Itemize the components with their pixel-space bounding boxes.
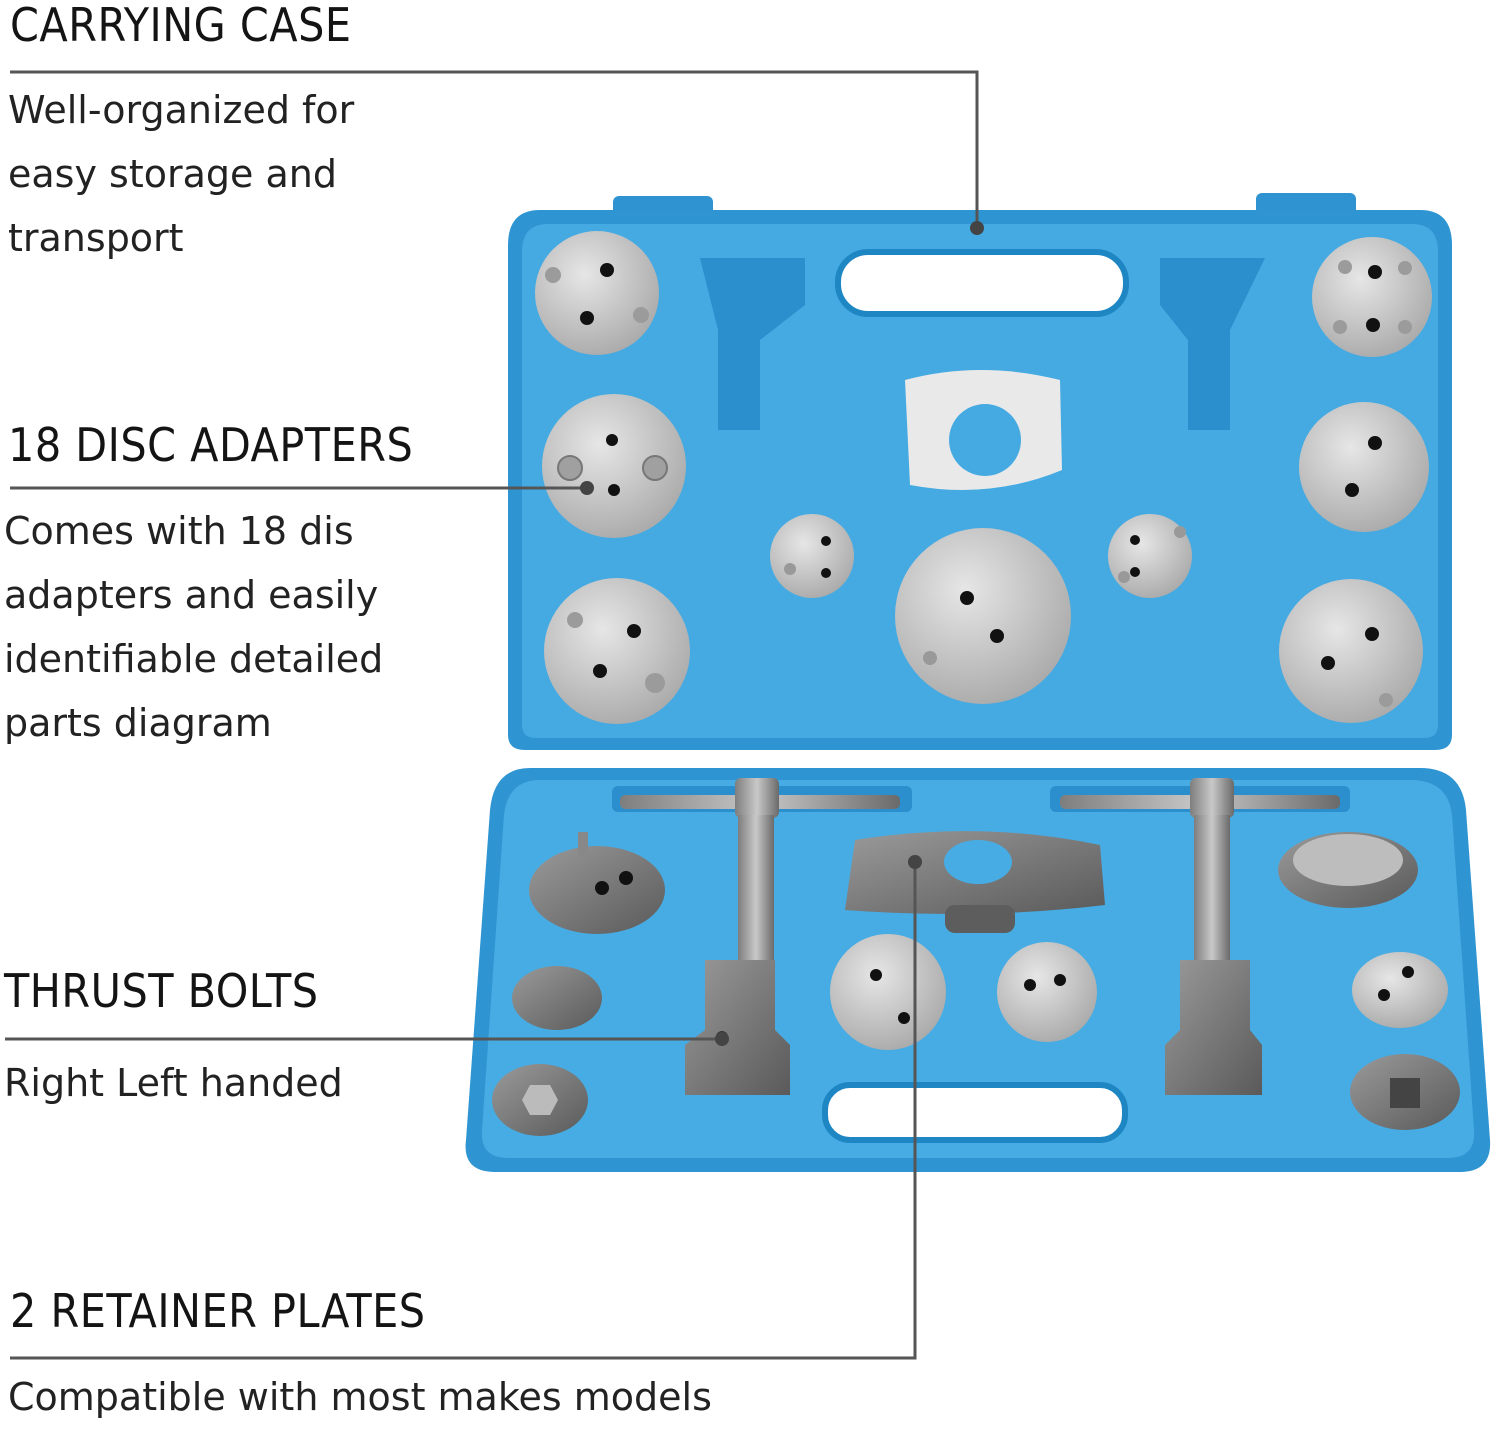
disc-adapters-line-1: Comes with 18 dis (4, 509, 354, 553)
disc-adapters-line-2: adapters and easily (4, 573, 379, 617)
retainer-plates-leader (10, 862, 917, 1360)
carrying-case-title: CARRYING CASE (10, 0, 352, 52)
retainer-plates-description: Compatible with most makes models (8, 1365, 712, 1429)
carrying-case-line-1: Well-organized for (8, 88, 355, 132)
carrying-case-description: Well-organized for easy storage and tran… (8, 78, 354, 270)
thrust-bolts-title: THRUST BOLTS (4, 964, 319, 1018)
thrust-bolts-line-1: Right Left handed (4, 1061, 343, 1105)
disc-adapters-line-3: identifiable detailed (4, 637, 384, 681)
retainer-plates-title: 2 RETAINER PLATES (10, 1284, 426, 1338)
disc-adapters-title: 18 DISC ADAPTERS (8, 418, 414, 472)
disc-adapters-upper (535, 231, 1432, 724)
disc-adapters-line-4: parts diagram (4, 701, 272, 745)
tray-contents (492, 778, 1460, 1136)
carrying-case-leader (10, 70, 979, 228)
thrust-bolts-description: Right Left handed (4, 1051, 343, 1115)
carrying-case-line-2: easy storage and (8, 152, 337, 196)
retainer-plates-line-1: Compatible with most makes models (8, 1375, 712, 1419)
disc-adapters-description: Comes with 18 dis adapters and easily id… (4, 499, 383, 755)
carrying-case-line-3: transport (8, 216, 184, 260)
